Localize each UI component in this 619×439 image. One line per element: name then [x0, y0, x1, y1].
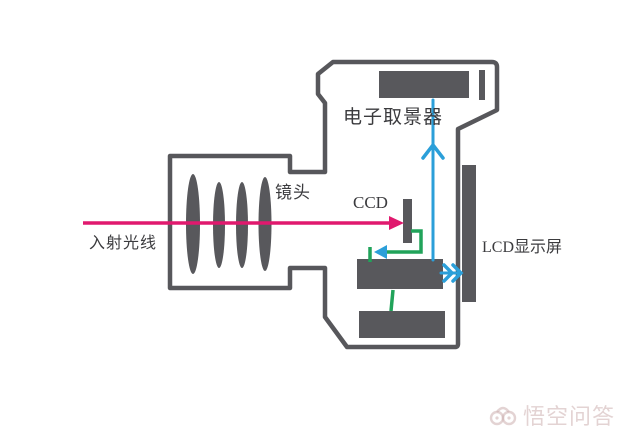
incident-light-arrow — [83, 216, 404, 230]
evf-label: 电子取景器 — [343, 107, 444, 128]
arrowhead-left-icon — [374, 245, 387, 259]
processor-box — [357, 259, 443, 289]
lens-element-icon — [213, 182, 225, 268]
wukong-logo-icon — [489, 406, 517, 426]
lens-element-icon — [236, 182, 248, 268]
arrowhead-right-icon — [389, 216, 404, 230]
ccd-signal-path — [368, 229, 423, 262]
processor-battery-link — [389, 289, 395, 312]
chevron-up-icon — [421, 142, 445, 160]
chevron-right-icon — [442, 263, 455, 283]
incident-light-label: 入射光线 — [89, 235, 158, 252]
lcd-label: LCD显示屏 — [482, 239, 563, 256]
watermark: 悟空问答 — [487, 399, 615, 431]
ccd-sensor-bar — [403, 199, 412, 243]
battery-box — [359, 311, 445, 338]
lcd-signal-arrow — [439, 263, 464, 283]
evf-signal-arrow — [421, 98, 445, 262]
eyepiece-mark — [479, 70, 485, 100]
ccd-label: CCD — [353, 193, 388, 212]
lcd-panel-bar — [462, 165, 476, 302]
watermark-text: 悟空问答 — [523, 404, 616, 429]
evf-box — [379, 71, 469, 98]
lens-label: 镜头 — [275, 183, 311, 202]
chevron-right-icon — [451, 263, 464, 283]
